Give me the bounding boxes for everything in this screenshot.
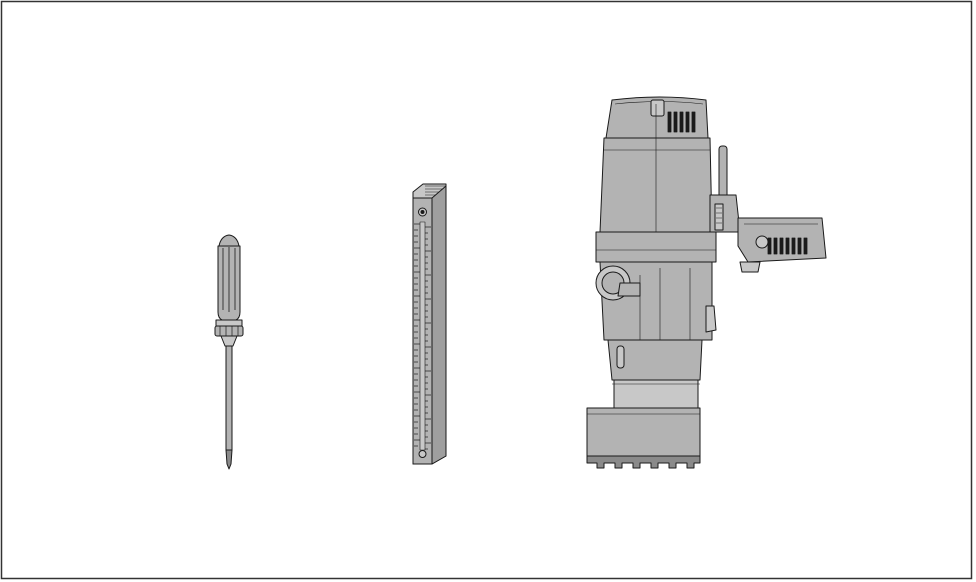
screwdriver-icon xyxy=(214,234,244,470)
power-tool-icon xyxy=(586,96,827,469)
ruler-icon xyxy=(412,183,447,465)
